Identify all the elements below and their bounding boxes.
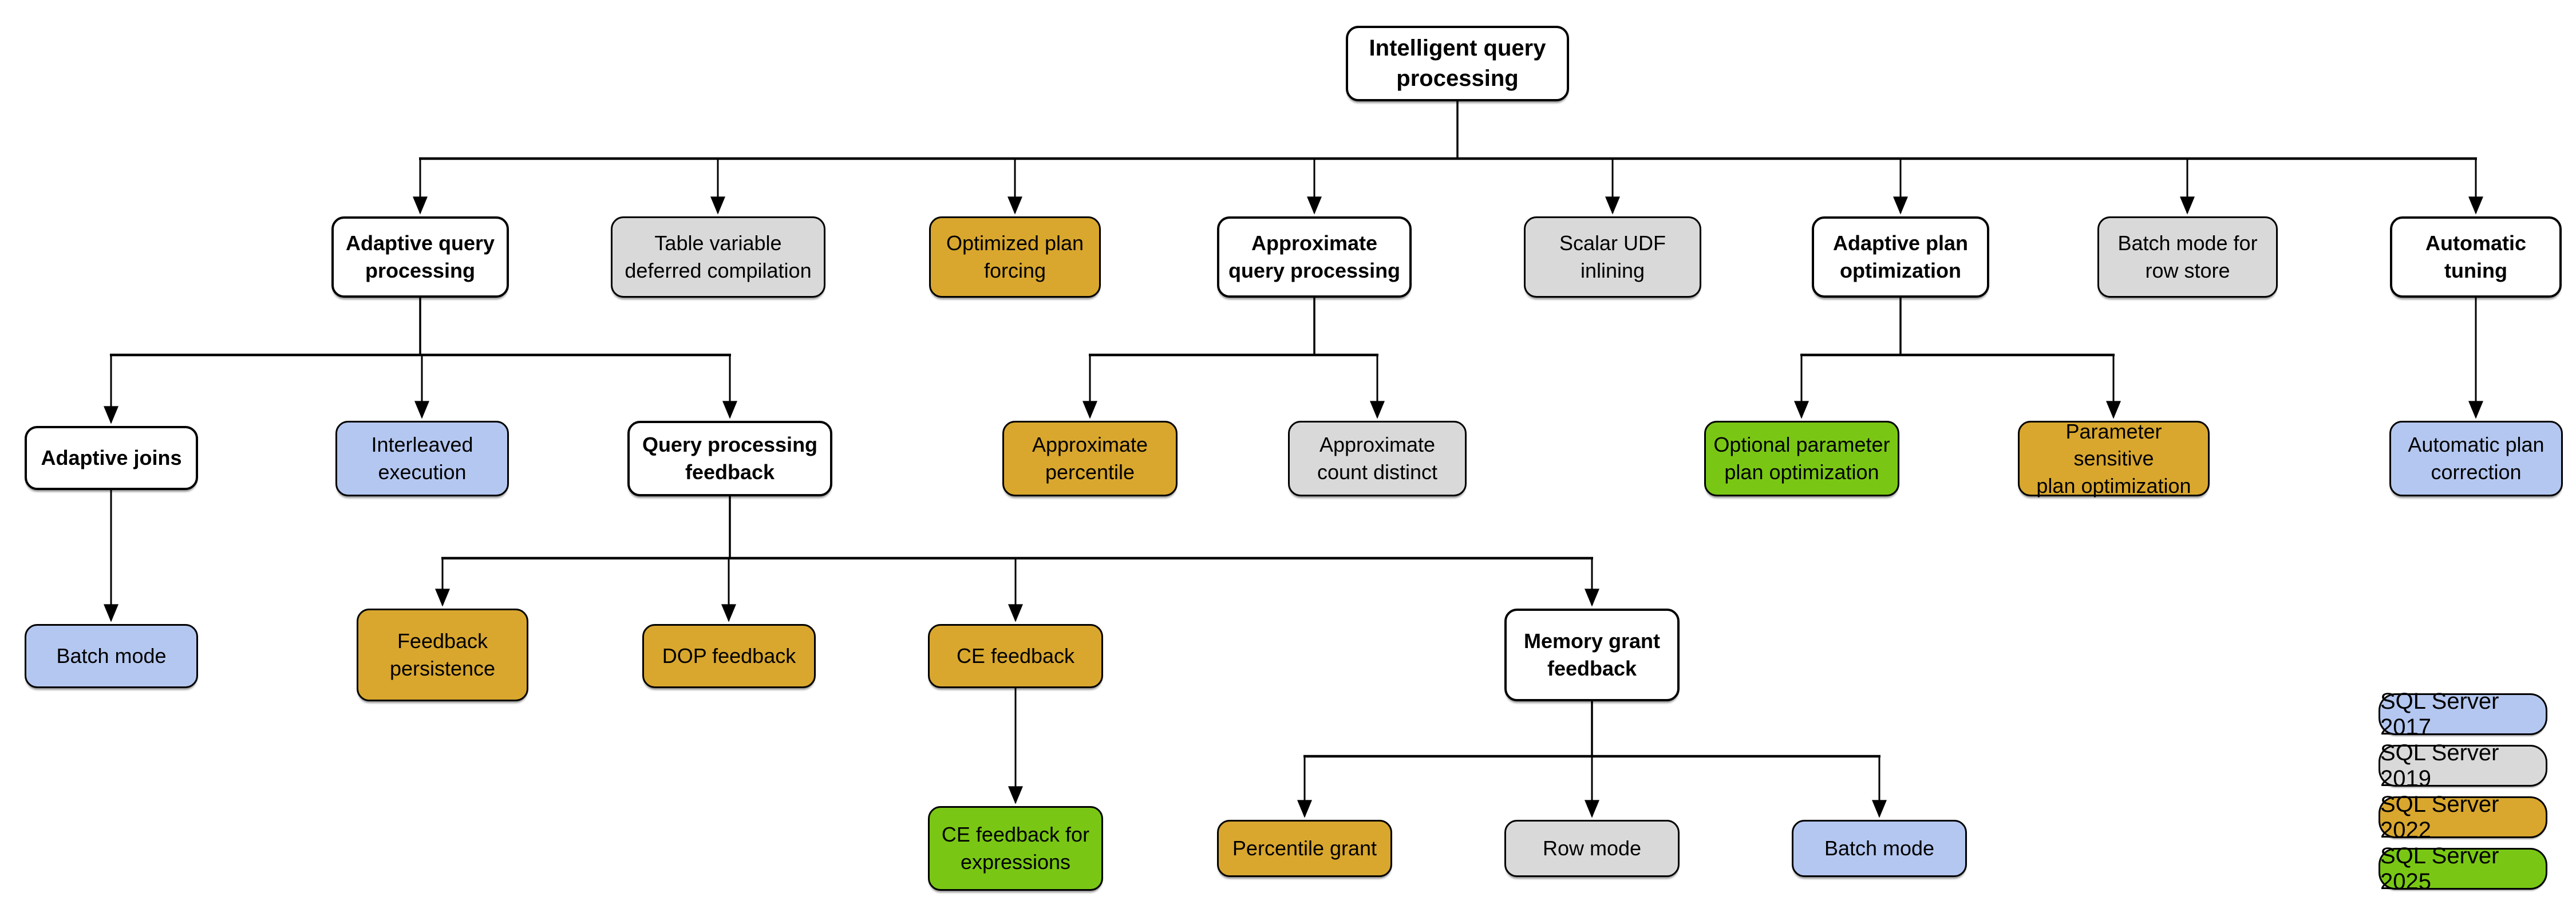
node-feedback-persistence: Feedback persistence bbox=[357, 609, 528, 701]
node-label: Query processing feedback bbox=[642, 433, 818, 484]
node-label: CE feedback bbox=[956, 644, 1075, 668]
node-label: Scalar UDF inlining bbox=[1559, 231, 1666, 282]
node-label: Percentile grant bbox=[1232, 836, 1377, 860]
node-label: Batch mode for row store bbox=[2117, 231, 2258, 282]
node-label: Batch mode bbox=[1824, 836, 1935, 860]
node-label: Approximate query processing bbox=[1228, 231, 1401, 282]
node-table-variable-deferred-compilation: Table variable deferred compilation bbox=[611, 216, 825, 298]
node-interleaved-execution: Interleaved execution bbox=[335, 421, 509, 496]
node-label: Approximate count distinct bbox=[1317, 433, 1438, 484]
node-label: Optimized plan forcing bbox=[946, 231, 1084, 282]
node-adaptive-joins: Adaptive joins bbox=[25, 426, 198, 490]
node-adaptive-plan-optimization: Adaptive plan optimization bbox=[1812, 216, 1989, 298]
legend-item-sql-server-2017: SQL Server 2017 bbox=[2379, 689, 2547, 740]
legend-label: SQL Server 2022 bbox=[2380, 791, 2499, 843]
node-label: Adaptive query processing bbox=[345, 231, 495, 282]
node-ce-feedback: CE feedback bbox=[928, 624, 1103, 688]
node-percentile-grant: Percentile grant bbox=[1217, 820, 1392, 877]
node-adaptive-query-processing: Adaptive query processing bbox=[331, 216, 509, 298]
node-label: DOP feedback bbox=[662, 644, 796, 668]
legend-item-sql-server-2019: SQL Server 2019 bbox=[2379, 740, 2547, 791]
legend-label: SQL Server 2019 bbox=[2380, 740, 2499, 791]
node-label: Automatic tuning bbox=[2425, 231, 2526, 282]
node-intelligent-query-processing: Intelligent query processing bbox=[1346, 26, 1569, 101]
node-optimized-plan-forcing: Optimized plan forcing bbox=[929, 216, 1101, 298]
node-label: Automatic plan correction bbox=[2408, 433, 2545, 484]
node-label: Interleaved execution bbox=[371, 433, 473, 484]
node-label: Adaptive joins bbox=[41, 446, 182, 470]
node-label: Feedback persistence bbox=[389, 629, 496, 680]
node-label: Parameter sensitive plan optimization bbox=[2036, 419, 2191, 498]
node-approximate-count-distinct: Approximate count distinct bbox=[1288, 421, 1467, 496]
node-automatic-plan-correction: Automatic plan correction bbox=[2389, 421, 2563, 496]
node-label: Batch mode bbox=[56, 644, 167, 668]
node-batch-mode-memory-grant: Batch mode bbox=[1792, 820, 1967, 877]
node-automatic-tuning: Automatic tuning bbox=[2390, 216, 2562, 298]
legend-item-sql-server-2025: SQL Server 2025 bbox=[2379, 843, 2547, 894]
node-memory-grant-feedback: Memory grant feedback bbox=[1504, 609, 1680, 701]
node-query-processing-feedback: Query processing feedback bbox=[627, 421, 832, 496]
node-label: Table variable deferred compilation bbox=[625, 231, 812, 282]
node-approximate-percentile: Approximate percentile bbox=[1002, 421, 1178, 496]
node-approximate-query-processing: Approximate query processing bbox=[1217, 216, 1412, 298]
node-scalar-udf-inlining: Scalar UDF inlining bbox=[1524, 216, 1701, 298]
node-label: Intelligent query processing bbox=[1369, 35, 1546, 91]
node-parameter-sensitive-plan-optimization: Parameter sensitive plan optimization bbox=[2018, 420, 2210, 498]
node-label: Optional parameter plan optimization bbox=[1713, 433, 1890, 484]
node-batch-mode-for-row-store: Batch mode for row store bbox=[2097, 216, 2278, 298]
node-dop-feedback: DOP feedback bbox=[642, 624, 816, 688]
node-batch-mode-adaptive-joins: Batch mode bbox=[25, 624, 198, 688]
node-label: Memory grant feedback bbox=[1523, 629, 1661, 680]
legend-item-sql-server-2022: SQL Server 2022 bbox=[2379, 792, 2547, 843]
node-row-mode: Row mode bbox=[1504, 820, 1680, 877]
legend-label: SQL Server 2017 bbox=[2380, 688, 2499, 740]
node-label: Approximate percentile bbox=[1032, 433, 1148, 484]
legend-label: SQL Server 2025 bbox=[2380, 843, 2499, 894]
node-label: CE feedback for expressions bbox=[941, 823, 1090, 874]
node-optional-parameter-plan-optimization: Optional parameter plan optimization bbox=[1704, 421, 1899, 496]
node-ce-feedback-for-expressions: CE feedback for expressions bbox=[928, 806, 1103, 891]
node-label: Adaptive plan optimization bbox=[1832, 231, 1969, 282]
node-label: Row mode bbox=[1542, 836, 1642, 860]
